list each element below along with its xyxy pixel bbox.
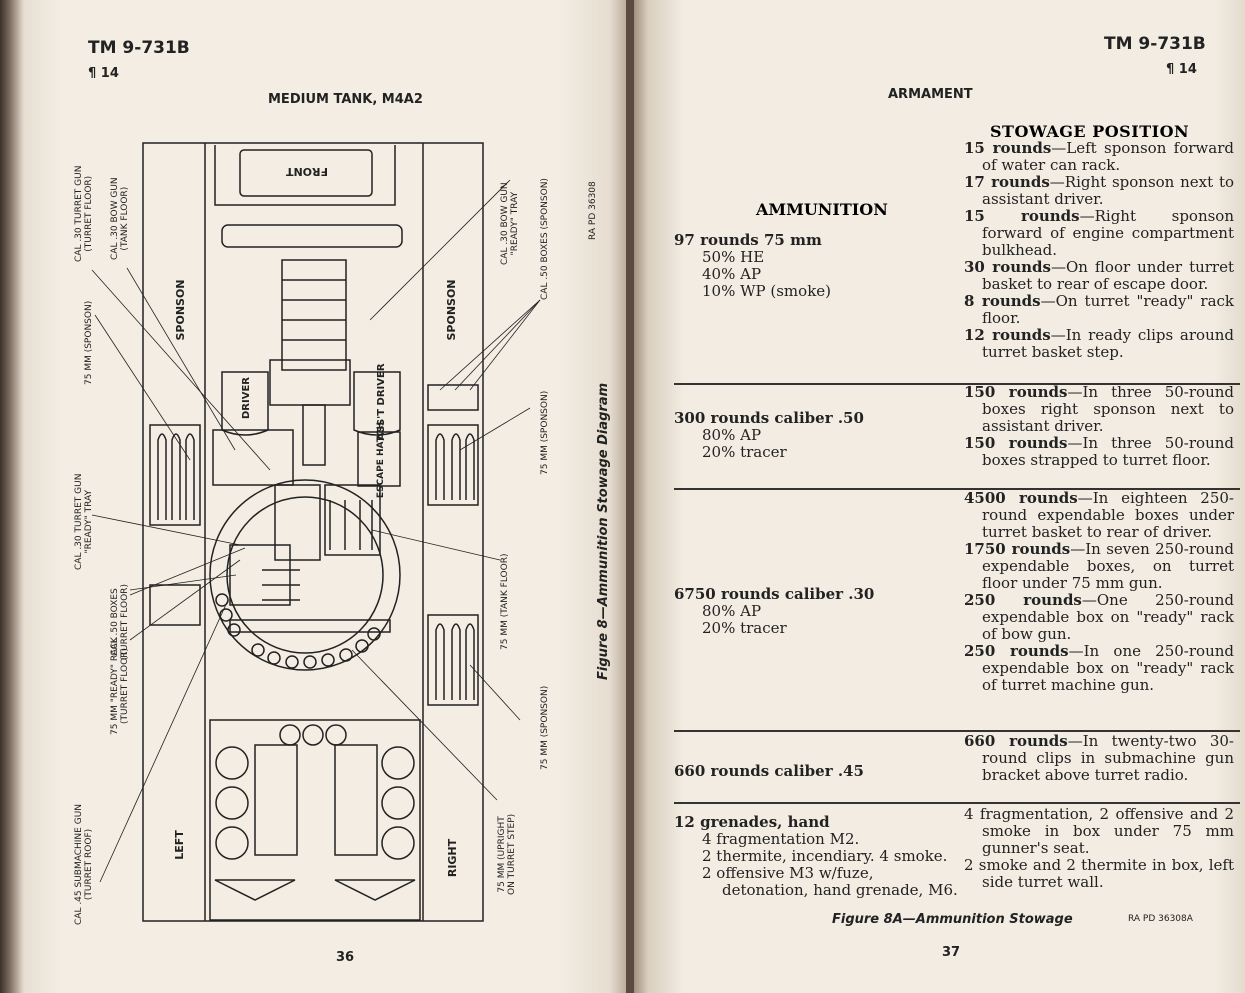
- col-header-ammunition: AMMUNITION: [756, 200, 888, 219]
- right-header: TM 9-731B: [1104, 34, 1206, 54]
- divider-1: [674, 383, 1240, 385]
- divider-2: [674, 488, 1240, 490]
- left-section-mark: ¶ 14: [88, 66, 119, 81]
- label-front: FRONT: [285, 165, 328, 178]
- divider-4: [674, 802, 1240, 804]
- label-left: LEFT: [173, 830, 186, 860]
- right-title: ARMAMENT: [888, 87, 973, 102]
- hull-outline: [142, 142, 484, 922]
- col-header-stowage: STOWAGE POSITION: [990, 122, 1190, 141]
- right-figure-caption: Figure 8A—Ammunition Stowage: [832, 912, 1073, 927]
- right-section-mark: ¶ 14: [1166, 62, 1197, 77]
- stowage-diagram: FRONT SPONSON SPONSON DRIVER ASS'T DRIVE…: [0, 0, 628, 993]
- book-gutter: [626, 0, 636, 993]
- label-driver: DRIVER: [241, 377, 252, 419]
- right-page: TM 9-731B ¶ 14 ARMAMENT STOWAGE POSITION…: [634, 0, 1245, 993]
- right-page-number: 37: [942, 945, 961, 960]
- left-header: TM 9-731B: [88, 38, 190, 58]
- label-right: RIGHT: [446, 838, 459, 877]
- left-page-number: 36: [336, 950, 355, 965]
- left-title: MEDIUM TANK, M4A2: [268, 92, 423, 107]
- label-sponson-left: SPONSON: [174, 279, 187, 340]
- divider-3: [674, 730, 1240, 732]
- label-sponson-right: SPONSON: [445, 279, 458, 340]
- label-asst-driver: ASS'T DRIVER: [376, 363, 387, 440]
- label-escape-hatch: ESCAPE HATCH: [376, 422, 386, 498]
- left-page: TM 9-731B ¶ 14 MEDIUM TANK, M4A2 CAL .45…: [0, 0, 628, 993]
- right-ra-number: RA PD 36308A: [1128, 914, 1193, 924]
